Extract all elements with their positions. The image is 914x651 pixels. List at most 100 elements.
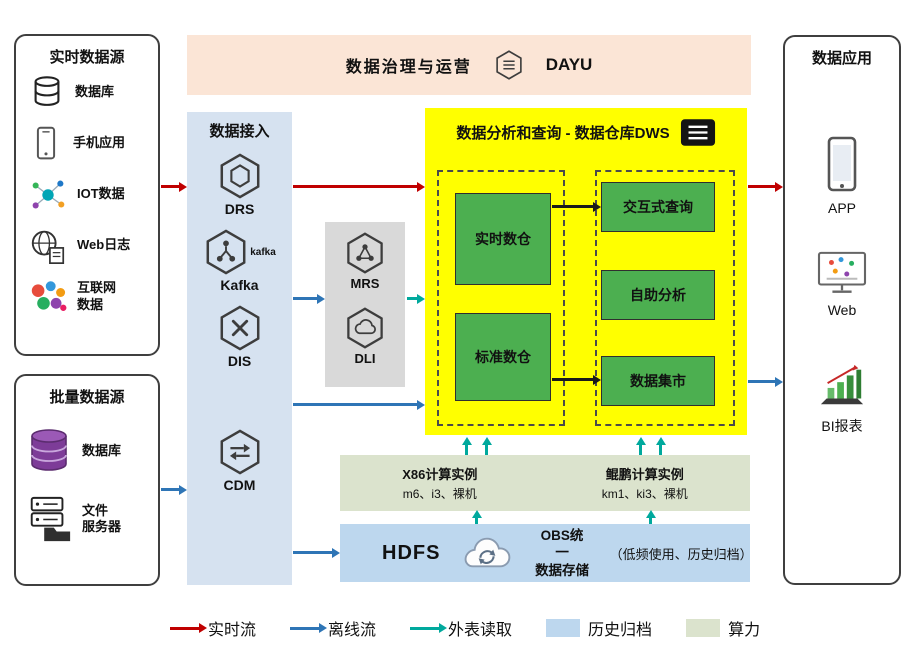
realtime-sources-panel: 实时数据源 数据库 手机应用 IOT数据 Web日志 xyxy=(14,34,160,356)
list-item: 手机应用 xyxy=(16,118,158,169)
interactive-query-box: 交互式查询 xyxy=(601,182,715,232)
app-phone-icon xyxy=(820,136,864,194)
ingestion-item-kafka: kafka Kafka xyxy=(187,229,292,293)
history-archive-swatch xyxy=(546,619,581,637)
ingestion-item-label: Kafka xyxy=(220,277,259,293)
internet-data-icon xyxy=(28,279,68,315)
cloud-sync-icon xyxy=(460,533,514,573)
arrow-ingestion-to-dws-realtime xyxy=(293,185,418,188)
legend-label: 外表读取 xyxy=(448,622,513,639)
file-server-icon xyxy=(25,495,73,543)
legend-label: 历史归档 xyxy=(588,622,653,639)
web-log-icon xyxy=(28,226,68,266)
source-label: 文件 服务器 xyxy=(82,502,122,534)
app-item-app: APP xyxy=(820,136,864,216)
legend-label: 离线流 xyxy=(328,622,377,639)
list-item: 数据库 xyxy=(16,67,158,118)
applications-panel: 数据应用 APP Web BI报表 xyxy=(783,35,901,585)
x86-title: X86计算实例 xyxy=(402,467,478,482)
service-label: MRS xyxy=(350,276,380,291)
realtime-sources-title: 实时数据源 xyxy=(49,49,125,66)
report-icon xyxy=(680,118,716,147)
mrs-hexagon-icon xyxy=(344,232,386,274)
legend-item-compute: 算力 xyxy=(686,616,760,640)
ingestion-title: 数据接入 xyxy=(209,123,270,140)
external-read-arrow-sample xyxy=(410,626,441,630)
arrow-storage-to-compute-external xyxy=(649,517,652,524)
compute-instances-panel: X86计算实例 m6、i3、裸机 鲲鹏计算实例 km1、ki3、裸机 xyxy=(340,455,750,511)
bi-chart-icon xyxy=(816,362,868,410)
standard-warehouse-box: 标准数仓 xyxy=(455,313,551,401)
dis-hexagon-icon xyxy=(217,305,263,351)
ingestion-item-label: DIS xyxy=(227,353,252,369)
arrow-compute-to-dws-external xyxy=(639,444,642,455)
cdm-hexagon-icon xyxy=(217,429,263,475)
arrow-ingestion-to-dws-offline xyxy=(293,403,418,406)
list-item: 文件 服务器 xyxy=(16,485,158,553)
consumption-group-border xyxy=(595,170,735,426)
data-mart-box: 数据集市 xyxy=(601,356,715,406)
database-icon xyxy=(28,74,66,112)
kunpeng-title: 鲲鹏计算实例 xyxy=(605,467,684,482)
purple-database-icon xyxy=(25,427,73,475)
legend: 实时流 离线流 外表读取 历史归档 算力 xyxy=(170,616,760,640)
source-label: 数据库 xyxy=(82,442,122,458)
legend-item-realtime: 实时流 xyxy=(170,616,256,640)
self-service-analysis-box: 自助分析 xyxy=(601,270,715,320)
storage-panel: HDFS OBS统一 数据存储 （低频使用、历史归档） xyxy=(340,524,753,582)
batch-sources-panel: 批量数据源 数据库 文件 服务器 xyxy=(14,374,160,586)
source-label: IOT数据 xyxy=(77,186,125,202)
arrow-ingestion-to-hdfs-offline xyxy=(293,551,333,554)
app-label: BI报表 xyxy=(821,418,863,434)
ingestion-item-drs: DRS xyxy=(187,153,292,217)
dli-hexagon-icon xyxy=(344,307,386,349)
web-monitor-icon xyxy=(815,250,869,296)
arrow-ingestion-to-mrs-offline xyxy=(293,297,318,300)
governance-title: 数据治理与运营 xyxy=(345,59,472,76)
list-item: 互联网 数据 xyxy=(16,271,158,322)
service-label: DLI xyxy=(354,351,376,366)
x86-subtitle: m6、i3、裸机 xyxy=(402,487,477,501)
hdfs-label: HDFS xyxy=(382,541,441,564)
legend-label: 实时流 xyxy=(208,622,257,639)
kafka-hexagon-icon xyxy=(203,229,249,275)
dws-panel: 数据分析和查询 - 数据仓库DWS 实时数仓 标准数仓 交互式查询 自助分析 数… xyxy=(425,108,747,435)
list-item: IOT数据 xyxy=(16,169,158,220)
app-item-bi: BI报表 xyxy=(816,362,868,436)
iot-icon xyxy=(28,176,68,214)
obs-note: （低频使用、历史归档） xyxy=(609,546,753,562)
ingestion-item-label: CDM xyxy=(223,477,256,493)
arrow-compute-to-dws-external xyxy=(659,444,662,455)
arrow-compute-to-dws-external xyxy=(485,444,488,455)
arrow-standard-warehouse-to-mart xyxy=(552,378,594,381)
arrow-dws-to-apps-realtime xyxy=(748,185,776,188)
legend-item-external: 外表读取 xyxy=(410,616,512,640)
arrow-realtime-sources-to-ingestion xyxy=(161,185,180,188)
app-item-web: Web xyxy=(815,250,869,318)
mobile-phone-icon xyxy=(28,125,64,163)
list-item: 数据库 xyxy=(16,417,158,485)
dws-header: 数据分析和查询 - 数据仓库DWS xyxy=(425,108,747,147)
dws-title: 数据分析和查询 - 数据仓库DWS xyxy=(456,125,670,142)
service-item-mrs: MRS xyxy=(325,232,405,291)
applications-title: 数据应用 xyxy=(811,50,872,67)
realtime-warehouse-box: 实时数仓 xyxy=(455,193,551,285)
arrow-services-to-dws-external xyxy=(407,297,418,300)
kafka-logo-text: kafka xyxy=(250,246,276,258)
offline-arrow-sample xyxy=(290,626,321,630)
ingestion-item-dis: DIS xyxy=(187,305,292,369)
warehouse-group-border xyxy=(437,170,565,426)
data-ingestion-panel: 数据接入 DRS kafka Kafka DIS xyxy=(187,112,292,585)
source-label: 数据库 xyxy=(75,84,115,100)
kunpeng-instances: 鲲鹏计算实例 km1、ki3、裸机 xyxy=(602,464,688,502)
legend-item-history: 历史归档 xyxy=(546,616,652,640)
legend-label: 算力 xyxy=(728,622,761,639)
realtime-arrow-sample xyxy=(170,626,200,630)
service-item-dli: DLI xyxy=(325,307,405,366)
app-label: APP xyxy=(827,200,856,216)
source-label: 互联网 数据 xyxy=(77,280,117,312)
arrow-dws-to-apps-offline xyxy=(748,380,776,383)
arrow-storage-to-compute-external xyxy=(475,517,478,524)
compute-power-swatch xyxy=(686,619,721,637)
dayu-hexagon-icon xyxy=(494,50,524,80)
